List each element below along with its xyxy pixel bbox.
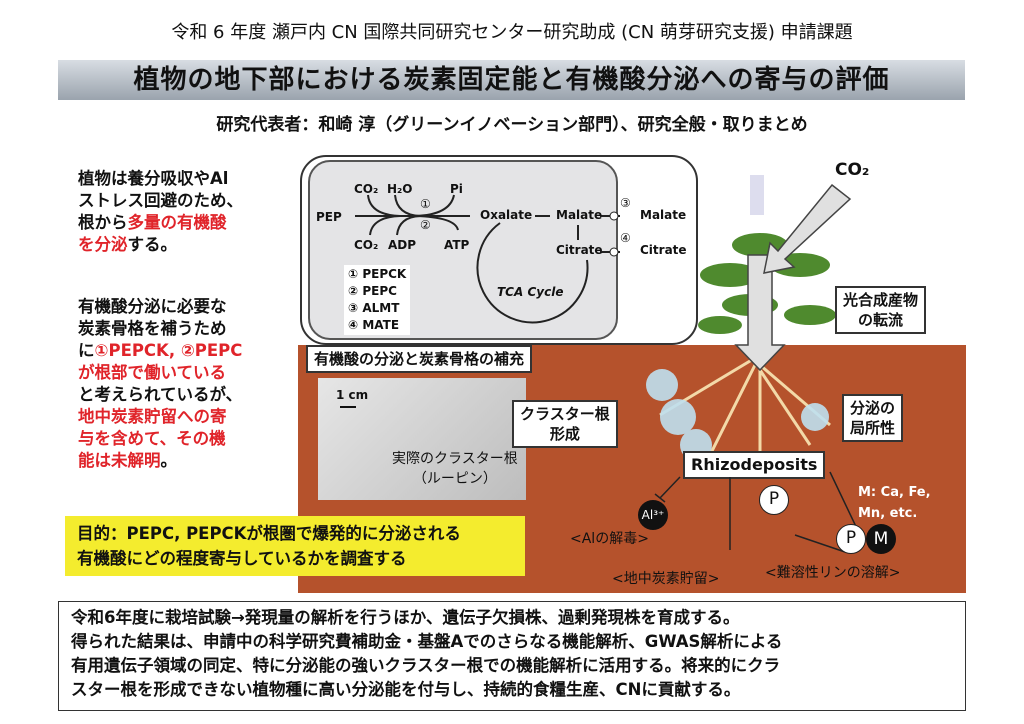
page-title: 植物の地下部における炭素固定能と有機酸分泌への寄与の評価	[58, 60, 965, 100]
co2-label: CO₂	[354, 238, 379, 252]
text: 分泌の	[850, 399, 896, 417]
pathway-arrows	[355, 194, 620, 324]
rhizodeposits-label: Rhizodeposits	[683, 451, 826, 479]
text: M: Ca, Fe,	[858, 485, 931, 500]
step-4: ④	[620, 231, 631, 245]
step-2: ②	[420, 218, 431, 232]
phosphate-icon: P	[759, 485, 789, 515]
legend-item: ③ ALMT	[348, 301, 400, 315]
text-line: 目的：PEPC, PEPCKが根圏で爆発的に分泌される	[77, 524, 461, 543]
al-ion: Al³⁺	[638, 500, 668, 530]
photo-caption: 実際のクラスター根 （ルーピン）	[392, 448, 518, 488]
highlight: 多量の有機酸	[127, 213, 227, 232]
scale-bar-label: 1 cm	[336, 388, 369, 402]
background-paragraph: 有機酸分泌に必要な 炭素骨格を補うため に①PEPCK, ②PEPC が根部で働…	[78, 296, 298, 472]
text: 根から	[78, 213, 128, 232]
cluster-root-photo	[318, 378, 526, 500]
text: 局所性	[850, 419, 896, 437]
highlight: ①PEPCK, ②PEPC	[94, 341, 243, 360]
text-line: 根から多量の有機酸	[78, 212, 298, 234]
co2-arrow	[763, 183, 852, 274]
text: する。	[127, 235, 178, 254]
highlight: 能は未解明	[78, 451, 161, 470]
text-line: 有用遺伝子領域の同定、特に分泌能の強いクラスター根での機能解析に活用する。将来的…	[71, 656, 781, 675]
plant-illustration	[646, 175, 852, 455]
tca-label: TCA Cycle	[497, 285, 564, 299]
metals-label: M: Ca, Fe, Mn, etc.	[858, 482, 931, 524]
text-line: 炭素骨格を補うため	[78, 319, 227, 338]
text: 実際のクラスター根	[392, 451, 518, 467]
text: 。	[160, 451, 178, 470]
summary-box: 令和6年度に栽培試験→発現量の解析を行うほか、遺伝子欠損株、過剰発現株を育成する…	[58, 601, 966, 711]
scale-bar	[340, 406, 356, 408]
cluster-root-label: クラスター根形成	[512, 400, 618, 448]
oxalate-label: Oxalate	[480, 208, 533, 222]
enzyme-legend: ① PEPCK ② PEPC ③ ALMT ④ MATE	[344, 265, 411, 335]
co2-label: CO₂	[835, 160, 870, 180]
al-detox-label: <Alの解毒>	[570, 531, 649, 547]
citrate-out-label: Citrate	[640, 243, 687, 257]
adp-label: ADP	[388, 238, 417, 252]
phosphate-icon: P	[836, 524, 866, 554]
citrate-label: Citrate	[556, 243, 603, 257]
text: に	[78, 341, 95, 360]
local-secretion-label: 分泌の局所性	[842, 394, 904, 442]
metal-icon: M	[866, 524, 896, 554]
goal-box: 目的：PEPC, PEPCKが根圏で爆発的に分泌される有機酸にどの程度寄与してい…	[65, 516, 525, 576]
step-3: ③	[620, 196, 631, 210]
carbon-storage-label: <地中炭素貯留>	[612, 571, 720, 587]
text-line: 得られた結果は、申請中の科学研究費補助金・基盤Aでのさらなる機能解析、GWAS解…	[71, 632, 783, 651]
text-line: 地中炭素貯留への寄	[78, 407, 227, 426]
h2o-label: H₂O	[387, 182, 413, 196]
bubble-caption: 有機酸の分泌と炭素骨格の補充	[306, 345, 533, 373]
text: 光合成産物	[843, 291, 919, 309]
text-line: スター根を形成できない植物種に高い分泌能を付与し、持続的食糧生産、CNに貢献する…	[71, 680, 741, 699]
header-line: 令和 6 年度 瀬戸内 CN 国際共同研究センター研究助成 (CN 萌芽研究支援…	[171, 22, 853, 43]
subtitle: 研究代表者：和崎 淳（グリーンイノベーション部門）、研究全般・取りまとめ	[216, 115, 808, 135]
co2-label: CO₂	[354, 182, 379, 196]
text-line: に①PEPCK, ②PEPC	[78, 340, 298, 362]
highlight: を分泌	[78, 235, 128, 254]
text: Mn, etc.	[858, 506, 918, 521]
step-1: ①	[420, 197, 431, 211]
phosphorus-label: <難溶性リンの溶解>	[765, 565, 901, 581]
text-line: ストレス回避のため、	[78, 191, 243, 210]
text-line: 能は未解明。	[78, 450, 298, 472]
legend-item: ② PEPC	[348, 284, 397, 298]
text: クラスター根	[520, 405, 610, 423]
malate-out-label: Malate	[640, 208, 687, 222]
pep-label: PEP	[316, 210, 342, 224]
text: の転流	[858, 311, 904, 329]
phototransport-label: 光合成産物の転流	[835, 286, 927, 334]
pi-label: Pi	[450, 182, 463, 196]
intro-paragraph: 植物は養分吸収やAl ストレス回避のため、 根から多量の有機酸 を分泌する。	[78, 168, 298, 256]
text-line: と考えられているが、	[78, 385, 243, 404]
text-line: 有機酸分泌に必要な	[78, 297, 227, 316]
text: 形成	[549, 425, 580, 443]
malate-label: Malate	[556, 208, 603, 222]
legend-item: ① PEPCK	[348, 267, 407, 281]
text: （ルーピン）	[412, 471, 497, 487]
text-line: 令和6年度に栽培試験→発現量の解析を行うほか、遺伝子欠損株、過剰発現株を育成する…	[71, 608, 740, 627]
atp-label: ATP	[444, 238, 470, 252]
text-line: 与を含めて、その機	[78, 429, 226, 448]
text-line: が根部で働いている	[78, 363, 227, 382]
text-line: を分泌する。	[78, 234, 298, 256]
text-line: 植物は養分吸収やAl	[78, 169, 229, 188]
text-line: 有機酸にどの程度寄与しているかを調査する	[77, 549, 407, 568]
legend-item: ④ MATE	[348, 318, 400, 332]
